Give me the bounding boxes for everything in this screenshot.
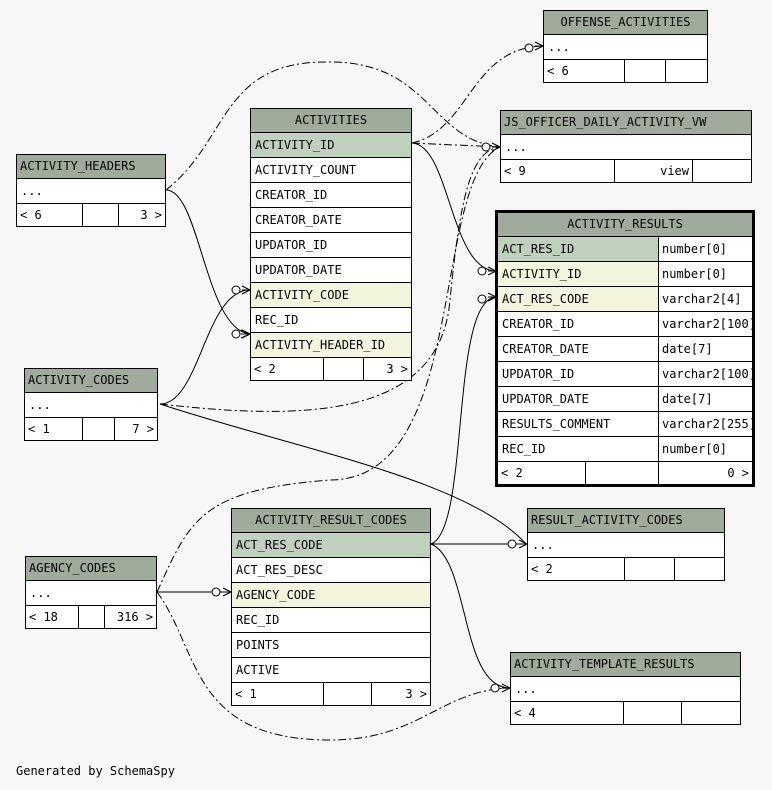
table-footer: < 18 316 >	[26, 606, 156, 628]
endpoint-js-view	[481, 142, 501, 152]
table-footer: < 1 3 >	[232, 683, 430, 705]
table-footer: < 2 0 >	[498, 462, 752, 484]
table-row: ...	[26, 581, 156, 606]
table-footer: < 1 7 >	[25, 418, 157, 440]
table-activity-headers[interactable]: ACTIVITY_HEADERS ... < 6 3 >	[16, 154, 166, 227]
endpoint-activities-code	[231, 285, 251, 295]
table-row: ACT_RES_DESC	[232, 558, 430, 583]
table-row: ACTIVE	[232, 658, 430, 683]
table-footer: < 2	[528, 558, 724, 580]
table-row: REC_ID	[251, 308, 411, 333]
table-footer: < 9 view	[501, 160, 751, 182]
table-activities[interactable]: ACTIVITIES ACTIVITY_ID ACTIVITY_COUNT CR…	[250, 108, 412, 381]
table-title: JS_OFFICER_DAILY_ACTIVITY_VW	[501, 111, 751, 135]
edge-activities-js-view	[411, 142, 501, 148]
table-title: ACTIVITY_TEMPLATE_RESULTS	[511, 653, 740, 677]
table-row: ACTIVITY_CODE	[251, 283, 411, 308]
table-row: ACT_RES_CODE	[232, 533, 430, 558]
table-row: CREATOR_DATE	[251, 208, 411, 233]
endpoint-result-activity-codes	[507, 539, 528, 549]
table-footer: < 4	[511, 702, 740, 724]
table-row: ...	[17, 179, 165, 204]
table-row: ACTIVITY_ID	[251, 133, 411, 158]
table-row: ACTIVITY_COUNT	[251, 158, 411, 183]
edge-activity-headers-activities	[165, 189, 251, 335]
table-row: AGENCY_CODE	[232, 583, 430, 608]
endpoint-activities-header-id	[231, 329, 251, 339]
endpoint-results-act-res-code	[477, 292, 497, 304]
table-title: ACTIVITY_RESULTS	[498, 213, 752, 237]
edge-activity-codes-activities	[159, 289, 251, 405]
endpoint-offense	[524, 41, 544, 53]
table-activity-codes[interactable]: ACTIVITY_CODES ... < 1 7 >	[24, 368, 158, 441]
table-title: ACTIVITY_RESULT_CODES	[232, 509, 430, 533]
table-title: ACTIVITIES	[251, 109, 411, 133]
table-footer: < 6	[544, 60, 707, 82]
table-offense-activities[interactable]: OFFENSE_ACTIVITIES ... < 6	[543, 10, 708, 83]
edge-activities-activity-results	[411, 142, 497, 272]
endpoint-results-activity-id	[477, 266, 497, 276]
table-row: ...	[544, 35, 707, 60]
table-row: ACTIVITY_HEADER_ID	[251, 333, 411, 358]
edge-activity-result-codes-activity-results	[430, 296, 497, 545]
table-title: ACTIVITY_CODES	[25, 369, 157, 393]
table-row: ...	[528, 533, 724, 558]
table-footer: < 2 3 >	[251, 358, 411, 380]
edge-activity-result-codes-activity-template-results	[430, 543, 511, 689]
table-js-officer-daily-activity-vw[interactable]: JS_OFFICER_DAILY_ACTIVITY_VW ... < 9 vie…	[500, 110, 752, 183]
table-row: UPDATOR_DATE	[251, 258, 411, 283]
table-row: ...	[501, 135, 751, 160]
endpoint-agency-code	[211, 587, 232, 597]
table-row: CREATOR_ID	[251, 183, 411, 208]
table-title: AGENCY_CODES	[26, 557, 156, 581]
table-activity-template-results[interactable]: ACTIVITY_TEMPLATE_RESULTS ... < 4	[510, 652, 741, 725]
table-result-activity-codes[interactable]: RESULT_ACTIVITY_CODES ... < 2	[527, 508, 725, 581]
table-title: RESULT_ACTIVITY_CODES	[528, 509, 724, 533]
table-agency-codes[interactable]: AGENCY_CODES ... < 18 316 >	[25, 556, 157, 629]
table-row: ...	[511, 677, 740, 702]
generated-by-footer: Generated by SchemaSpy	[16, 764, 175, 778]
table-row: POINTS	[232, 633, 430, 658]
table-title: ACTIVITY_HEADERS	[17, 155, 165, 179]
table-row: UPDATOR_ID	[251, 233, 411, 258]
endpoint-template-results	[490, 683, 511, 693]
table-footer: < 6 3 >	[17, 204, 165, 226]
table-row: REC_ID	[232, 608, 430, 633]
table-row: ...	[25, 393, 157, 418]
table-title: OFFENSE_ACTIVITIES	[544, 11, 707, 35]
table-activity-result-codes[interactable]: ACTIVITY_RESULT_CODES ACT_RES_CODE ACT_R…	[231, 508, 431, 706]
